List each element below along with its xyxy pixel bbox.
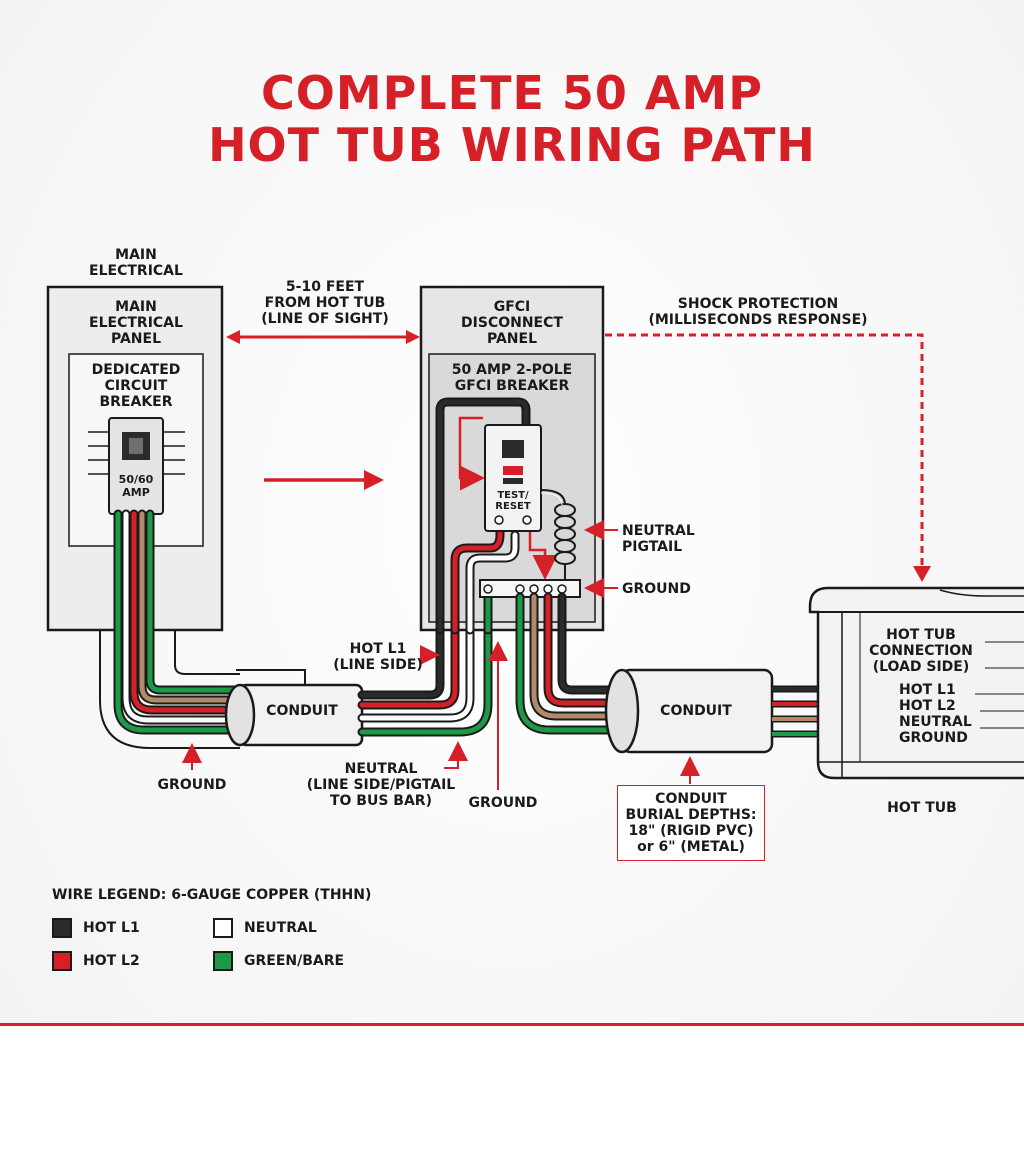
distance-line-2: FROM HOT TUB: [264, 295, 386, 311]
hot-tub-wire-4: GROUND: [899, 730, 968, 746]
breaker-rating-2: AMP: [122, 486, 150, 499]
gfci-breaker-label-2: GFCI BREAKER: [454, 378, 570, 394]
burial-line-2: BURIAL DEPTHS:: [625, 807, 757, 823]
bottom-rule: [0, 1023, 1024, 1026]
title-line-1: COMPLETE 50 AMP: [260, 66, 764, 120]
hot-l1-label-2: (LINE SIDE): [333, 657, 423, 673]
breaker-label-2: CIRCUIT: [104, 378, 168, 394]
hot-l1-label-1: HOT L1: [349, 641, 407, 657]
ground-mid-label: GROUND: [468, 795, 538, 811]
main-header-line-1: MAIN: [115, 247, 157, 263]
legend-swatch-neutral: [213, 918, 233, 938]
burial-line-4: or 6" (METAL): [637, 839, 745, 855]
main-panel-label-1: MAIN: [115, 299, 157, 315]
gfci-test-button: [503, 466, 523, 475]
legend-label-neutral: NEUTRAL: [244, 920, 317, 936]
shock-line-1: SHOCK PROTECTION: [677, 296, 839, 312]
ground-bus-label: GROUND: [622, 581, 691, 597]
hot-tub-conn-2: CONNECTION: [869, 643, 973, 659]
main-header-line-2: ELECTRICAL: [89, 263, 183, 279]
hot-tub-wire-1: HOT L1: [899, 682, 956, 698]
conduit-right-label: CONDUIT: [660, 703, 732, 719]
distance-line-3: (LINE OF SIGHT): [261, 311, 389, 327]
burial-depth-note: [617, 785, 765, 861]
burial-line-1: CONDUIT: [655, 791, 727, 807]
breaker-rating-1: 50/60: [118, 473, 154, 486]
burial-line-3: 18" (RIGID PVC): [628, 823, 754, 839]
hot-tub-conn-3: (LOAD SIDE): [872, 659, 970, 675]
test-reset-1: TEST/: [497, 490, 529, 501]
legend-swatch-hot-l1: [52, 918, 72, 938]
conduit-left-label: CONDUIT: [266, 703, 338, 719]
legend-title: WIRE LEGEND: 6-GAUGE COPPER (THHN): [52, 887, 372, 903]
gfci-panel-label-1: GFCI: [493, 299, 531, 315]
main-panel-label-2: ELECTRICAL: [89, 315, 183, 331]
ground-left-label: GROUND: [157, 777, 227, 793]
hot-tub-wire-3: NEUTRAL: [899, 714, 972, 730]
hot-tub-wire-2: HOT L2: [899, 698, 956, 714]
wiring-diagram: [46, 285, 1024, 790]
neutral-label-2: (LINE SIDE/PIGTAIL: [306, 777, 456, 793]
gfci-breaker-label-1: 50 AMP 2-POLE: [451, 362, 573, 378]
neutral-label-3: TO BUS BAR): [329, 793, 432, 809]
test-reset-2: RESET: [495, 501, 531, 512]
bottom-blank-area: [0, 1026, 1024, 1154]
breaker-label-1: DEDICATED: [91, 362, 181, 378]
legend-label-hot-l1: HOT L1: [83, 920, 140, 936]
hot-tub-conn-1: HOT TUB: [886, 627, 956, 643]
distance-line-1: 5-10 FEET: [285, 279, 365, 295]
legend-swatch-ground: [213, 951, 233, 971]
gfci-panel-label-2: DISCONNECT: [461, 315, 563, 331]
main-panel-label-3: PANEL: [110, 331, 161, 347]
neutral-pigtail-2: PIGTAIL: [622, 539, 683, 555]
gfci-panel-label-3: PANEL: [486, 331, 537, 347]
title-line-2: HOT TUB WIRING PATH: [208, 118, 816, 172]
legend-swatch-hot-l2: [52, 951, 72, 971]
neutral-pigtail-1: NEUTRAL: [622, 523, 695, 539]
neutral-label-1: NEUTRAL: [344, 761, 418, 777]
shock-line-2: (MILLISECONDS RESPONSE): [648, 312, 868, 328]
breaker-label-3: BREAKER: [99, 394, 173, 410]
hot-tub-name: HOT TUB: [887, 800, 957, 816]
legend-label-ground: GREEN/BARE: [244, 953, 345, 969]
legend-label-hot-l2: HOT L2: [83, 953, 140, 969]
